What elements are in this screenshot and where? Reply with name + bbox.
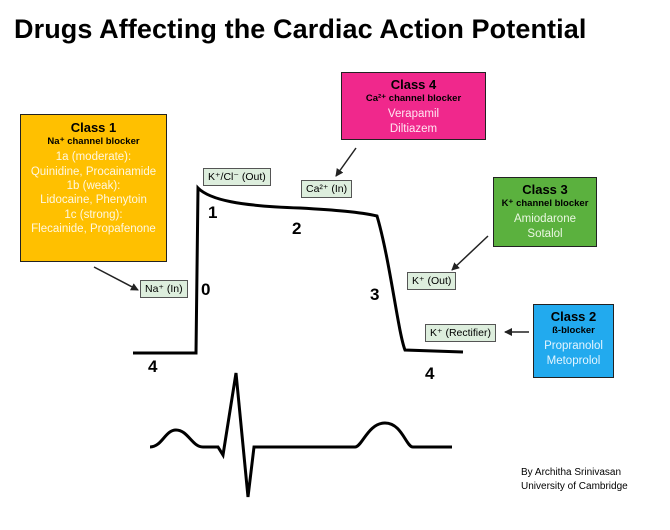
phase-label-2: 2 [292,219,302,238]
class1-subtitle: Na⁺ channel blocker [47,136,140,148]
class1-line: Lidocaine, Phenytoin [40,194,147,207]
class1-heading: Class 1 [70,120,117,135]
ion-label-ca-in: Ca²⁺ (In) [301,180,353,198]
class4-box: Class 4 Ca²⁺ channel blocker Verapamil D… [341,72,486,140]
class3-line: Sotalol [527,227,563,240]
arrow-class3 [451,235,489,271]
class1-line: 1c (strong): [64,208,123,221]
class2-heading: Class 2 [550,309,597,324]
phase-label-0: 0 [201,280,211,299]
class3-subtitle: K⁺ channel blocker [501,198,589,210]
ion-label-k-cl-out: K⁺/Cl⁻ (Out) [203,168,271,186]
class1-line: 1b (weak): [66,179,121,192]
class2-line: Propranolol [544,340,603,353]
action-potential-curve [133,184,464,355]
class1-line: Flecainide, Propafenone [31,223,156,235]
arrow-class4 [335,147,357,177]
phase-label-4-left: 4 [148,357,158,376]
class3-heading: Class 3 [522,182,568,197]
phase-label-3: 3 [370,285,380,304]
ion-label-k-out: K⁺ (Out) [407,272,457,290]
class3-box: Class 3 K⁺ channel blocker Amiodarone So… [493,177,597,247]
class2-subtitle: ß-blocker [552,325,595,337]
class2-box: Class 2 ß-blocker Propranolol Metoprolol [533,304,614,378]
arrow-class1 [93,266,139,291]
ecg-trace [149,372,452,498]
credit-author: By Architha Srinivasan [521,467,622,478]
class1-box: Class 1 Na⁺ channel blocker 1a (moderate… [20,114,167,262]
class3-line: Amiodarone [513,213,576,226]
ion-label-na-in: Na⁺ (In) [140,280,188,298]
class4-subtitle: Ca²⁺ channel blocker [365,93,462,105]
class2-line: Metoprolol [546,354,601,367]
class4-heading: Class 4 [390,77,437,92]
class4-line: Verapamil [387,108,440,121]
class1-line: 1a (moderate): [55,151,132,164]
phase-label-4-right: 4 [425,364,435,383]
class1-line: Quinidine, Procainamide [30,165,157,178]
class4-line: Diltiazem [389,122,438,135]
credit: By Architha Srinivasan University of Cam… [521,466,628,494]
ion-label-k-rectifier: K⁺ (Rectifier) [425,324,496,342]
page-title: Drugs Affecting the Cardiac Action Poten… [14,14,587,44]
phase-label-1: 1 [208,203,218,222]
credit-institution: University of Cambridge [521,481,628,492]
